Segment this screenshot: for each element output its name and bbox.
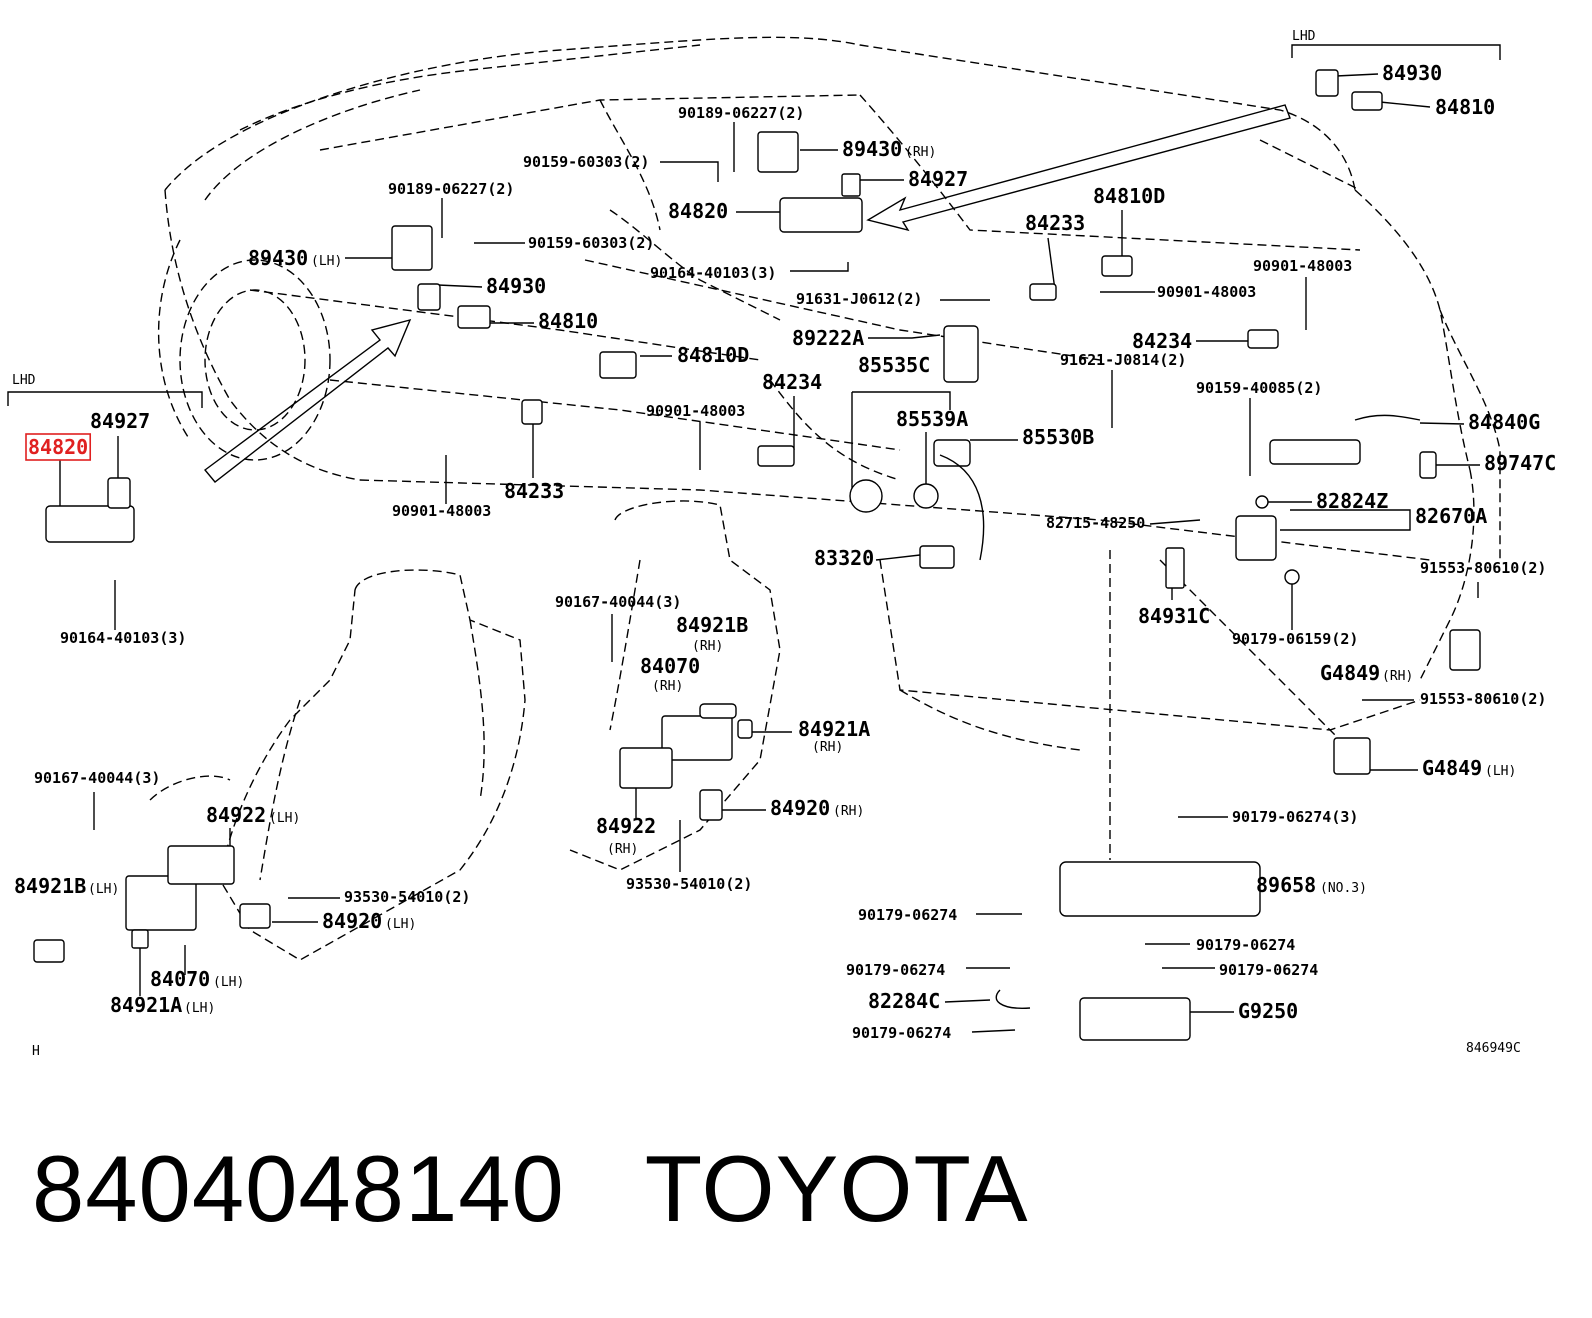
- part-label-b91631: 91631-J0612(2): [796, 290, 922, 308]
- part-label-p84927b: 84927: [90, 409, 150, 433]
- part-label-b90164a: 90164-40103(3): [650, 264, 776, 282]
- part-label-rh4: (RH): [652, 679, 683, 694]
- part-label-b90189b: 90189-06227(2): [388, 180, 514, 198]
- part-label-p82284c: 82284C: [868, 989, 940, 1013]
- part-labels: LHD849308481090189-06227(2)89430(RH)9015…: [12, 29, 1556, 1059]
- brand-name: TOYOTA: [644, 1136, 1029, 1241]
- part-label-lh6: (LH): [213, 975, 244, 990]
- part-label-p89222a: 89222A: [792, 326, 864, 350]
- part-label-lh7: (LH): [184, 1001, 215, 1016]
- part-label-b90167b: 90167-40044(3): [34, 769, 160, 787]
- parts: [33, 69, 1481, 1041]
- part-label-b90901b: 90901-48003: [1157, 283, 1256, 301]
- part-label-b90901c: 90901-48003: [646, 402, 745, 420]
- part-label-b93530a: 93530-54010(2): [626, 875, 752, 893]
- part-label-b90159c: 90159-40085(2): [1196, 379, 1322, 397]
- part-label-pg9250: G9250: [1238, 999, 1298, 1023]
- part-label-b90179c: 90179-06274: [858, 906, 957, 924]
- part-label-p84233a: 84233: [1025, 211, 1085, 235]
- part-label-b91621: 91621-J0814(2): [1060, 351, 1186, 369]
- part-label-p84810r: 84810: [1435, 95, 1495, 119]
- part-label-b93530b: 93530-54010(2): [344, 888, 470, 906]
- highlighted-part-label: 84820: [28, 435, 88, 459]
- part-label-p89430rh: 89430: [842, 137, 902, 161]
- part-label-rh2: (RH): [692, 639, 723, 654]
- part-label-p84810a: 84810: [538, 309, 598, 333]
- part-label-p84922lh: 84922: [206, 803, 266, 827]
- part-label-p82824z: 82824Z: [1316, 489, 1388, 513]
- part-label-p83320: 83320: [814, 546, 874, 570]
- part-label-b90189a: 90189-06227(2): [678, 104, 804, 122]
- part-label-lhd1: LHD: [1292, 29, 1316, 44]
- part-label-p85539a: 85539A: [896, 407, 968, 431]
- part-label-b90179f: 90179-06274: [1219, 961, 1318, 979]
- part-label-rh6: (RH): [833, 804, 864, 819]
- part-label-lh1: (LH): [311, 254, 342, 269]
- part-label-p84921b: 84921B: [676, 613, 748, 637]
- part-label-b90179e: 90179-06274: [846, 961, 945, 979]
- part-label-p82670a: 82670A: [1415, 504, 1487, 528]
- part-label-lh2: (LH): [1485, 764, 1516, 779]
- part-label-b90167a: 90167-40044(3): [555, 593, 681, 611]
- vehicle-outline: [149, 36, 1501, 961]
- part-label-b90179g: 90179-06274: [852, 1024, 951, 1042]
- part-label-p84921alh: 84921A: [110, 993, 182, 1017]
- part-label-pg4849rh: G4849: [1320, 661, 1380, 685]
- part-label-p84930a: 84930: [486, 274, 546, 298]
- part-label-p84070rh: 84070: [640, 654, 700, 678]
- part-label-rh1: (RH): [905, 145, 936, 160]
- part-label-code: 846949C: [1466, 1041, 1521, 1056]
- part-label-lh4: (LH): [88, 882, 119, 897]
- part-label-b90179b: 90179-06274(3): [1232, 808, 1358, 826]
- part-label-p84931c: 84931C: [1138, 604, 1210, 628]
- part-label-b90901a: 90901-48003: [1253, 257, 1352, 275]
- part-label-b90159b: 90159-60303(2): [528, 234, 654, 252]
- part-label-p84234a: 84234: [1132, 329, 1192, 353]
- highlight-box: [25, 433, 92, 461]
- part-label-p84233b: 84233: [504, 479, 564, 503]
- part-label-p84070lh: 84070: [150, 967, 210, 991]
- part-label-b90901d: 90901-48003: [392, 502, 491, 520]
- direction-arrows: [203, 104, 1291, 483]
- part-label-b90179a: 90179-06159(2): [1232, 630, 1358, 648]
- part-label-p84921a: 84921A: [798, 717, 870, 741]
- part-label-p84234b: 84234: [762, 370, 822, 394]
- part-label-b91553b: 91553-80610(2): [1420, 690, 1546, 708]
- part-label-rh3: (RH): [1382, 669, 1413, 684]
- part-label-p89430lh: 89430: [248, 246, 308, 270]
- part-label-p84920lh: 84920: [322, 909, 382, 933]
- part-label-p84927a: 84927: [908, 167, 968, 191]
- part-number: 8404048140: [32, 1136, 565, 1241]
- part-label-corner: H: [32, 1044, 40, 1059]
- parts-diagram-svg: LHD849308481090189-06227(2)89430(RH)9015…: [7, 29, 1556, 1059]
- part-label-p84921blh: 84921B: [14, 874, 86, 898]
- part-label-p89658: 89658: [1256, 873, 1316, 897]
- part-label-p84840g: 84840G: [1468, 410, 1540, 434]
- part-label-pg4849lh: G4849: [1422, 756, 1482, 780]
- part-label-b90179d: 90179-06274: [1196, 936, 1295, 954]
- part-label-p85535c: 85535C: [858, 353, 930, 377]
- part-label-b90159a: 90159-60303(2): [523, 153, 649, 171]
- part-label-lh5: (LH): [385, 917, 416, 932]
- part-label-rh7: (RH): [607, 842, 638, 857]
- part-label-p85530b: 85530B: [1022, 425, 1094, 449]
- part-label-p89747c: 89747C: [1484, 451, 1556, 475]
- part-label-p84820a: 84820: [668, 199, 728, 223]
- part-label-b90164b: 90164-40103(3): [60, 629, 186, 647]
- part-label-lh3: (LH): [269, 811, 300, 826]
- part-label-p84922rh: 84922: [596, 814, 656, 838]
- part-label-p84810d2: 84810D: [677, 343, 749, 367]
- part-label-p84920rh: 84920: [770, 796, 830, 820]
- part-label-p84930r: 84930: [1382, 61, 1442, 85]
- footer: 8404048140 TOYOTA: [32, 1135, 1029, 1245]
- lhd-brackets: [7, 44, 1501, 408]
- leader-lines: [59, 73, 1480, 1033]
- part-label-p84810d: 84810D: [1093, 184, 1165, 208]
- part-label-no3: (NO.3): [1320, 881, 1367, 896]
- part-label-rh5: (RH): [812, 740, 843, 755]
- part-label-b91553a: 91553-80610(2): [1420, 559, 1546, 577]
- part-label-b82715: 82715-48250: [1046, 514, 1145, 532]
- part-label-lhd2: LHD: [12, 373, 36, 388]
